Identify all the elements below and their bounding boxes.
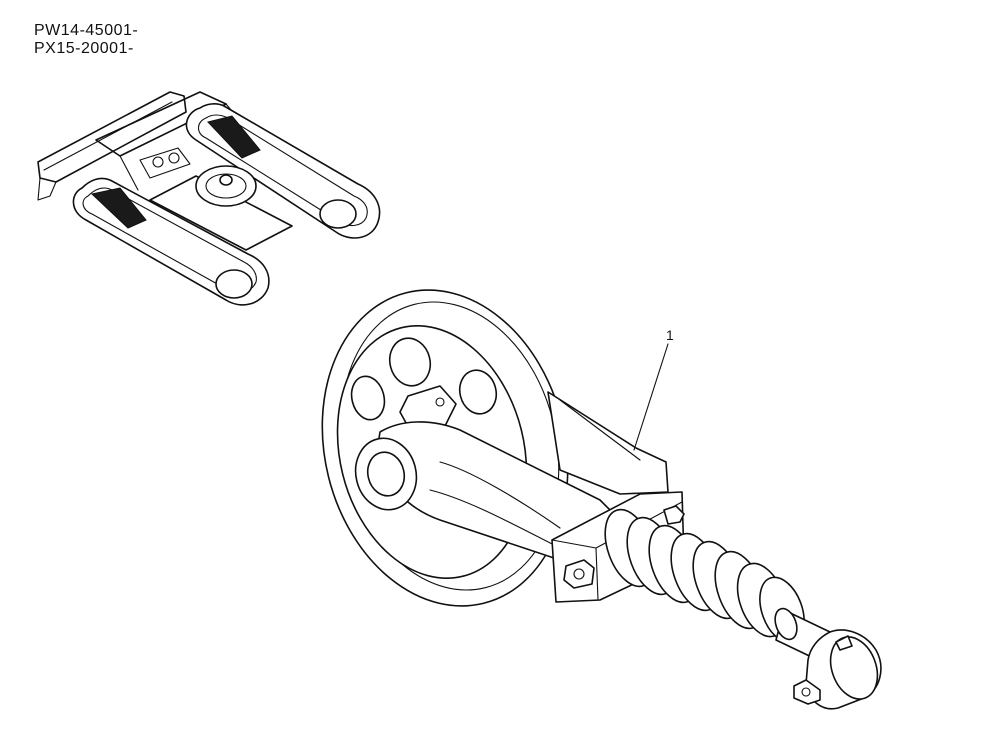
undercarriage-overview-illustration xyxy=(37,91,381,306)
callout-label-1: 1 xyxy=(666,327,674,343)
recoil-spring xyxy=(604,508,805,644)
serial-number-range-1: PW14-45001- xyxy=(34,22,139,39)
callout-1: 1 xyxy=(633,327,674,451)
idler-assembly-illustration xyxy=(321,289,882,710)
callout-leader-line xyxy=(633,343,669,451)
serial-number-range-2: PX15-20001- xyxy=(34,40,134,57)
